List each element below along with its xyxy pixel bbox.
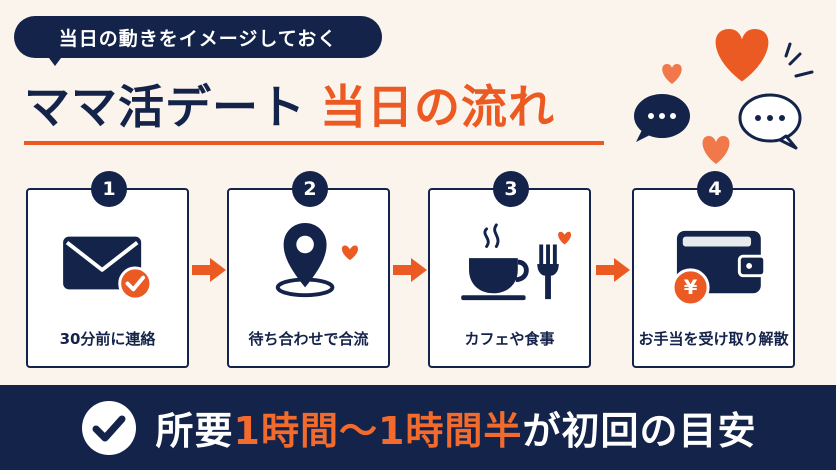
chat-bubble-icon [634,94,690,142]
step-card-1: 30分前に連絡 [26,188,189,368]
coffee-fork-icon [461,223,572,301]
page-title: ママ活デート 当日の流れ [24,66,614,142]
check-circle-icon [81,400,136,455]
heart-icon [715,29,769,82]
envelope-check-icon [63,236,153,301]
pill-tail [46,54,64,66]
step-card-2: 待ち合わせで合流 [227,188,390,368]
title-accent: 当日の流れ [320,80,555,134]
subtitle-text: 当日の動きをイメージしておく [58,27,338,50]
step-number-2: 2 [292,171,328,207]
map-pin-heart-icon [275,223,359,298]
decoration-group [634,29,814,164]
step-number-1: 1 [91,171,127,207]
footer-text-after: が初回の目安 [522,409,757,453]
heart-icon [702,136,730,164]
arrow-right-icon [393,258,427,282]
step-card-3: カフェや食事 [428,188,591,368]
footer-banner: 所要1時間〜1時間半が初回の目安 [0,385,836,470]
footer-highlight: 1時間〜1時間半 [233,409,523,453]
step-label-3: カフェや食事 [464,330,555,348]
footer-text-before: 所要 [155,409,234,453]
step-label-2: 待ち合わせで合流 [248,330,369,348]
title-underline [24,141,604,145]
title-main: ママ活デート [24,80,306,134]
arrow-right-icon [596,258,630,282]
arrow-right-icon [192,258,226,282]
footer-text: 所要1時間〜1時間半が初回の目安 [156,400,757,455]
step-label-4: お手当を受け取り解散 [638,330,789,348]
subtitle-pill: 当日の動きをイメージしておく [14,16,382,58]
step-number-3: 3 [493,171,529,207]
heart-icon [662,64,682,84]
chat-bubble-icon [738,93,802,150]
step-card-4: ¥ お手当を受け取り解散 [632,188,795,368]
wallet-yen-icon: ¥ [671,230,767,307]
step-number-4: 4 [697,171,733,207]
step-label-1: 30分前に連絡 [59,330,156,348]
yen-symbol: ¥ [684,276,698,299]
sparkle-icon [784,42,814,78]
